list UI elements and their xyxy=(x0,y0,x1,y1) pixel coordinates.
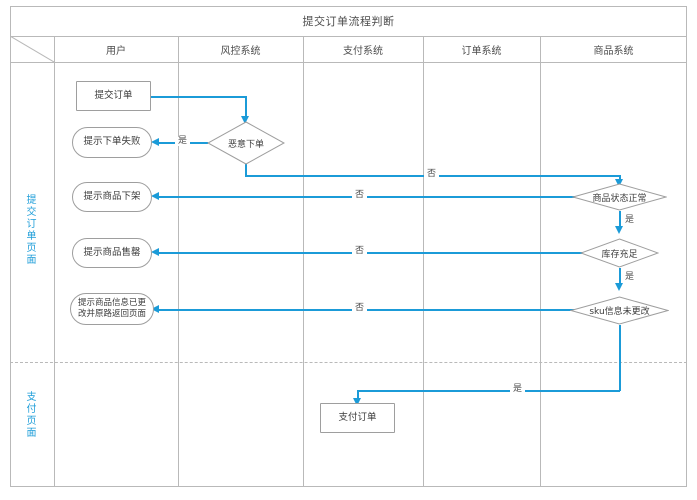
column-header-item: 商品系统 xyxy=(593,45,634,57)
node-tip-item-changed-line1: 提示商品信息已更 xyxy=(77,297,146,308)
node-item-status-ok[interactable]: 商品状态正常 xyxy=(572,183,667,211)
node-stock-enough-label: 库存充足 xyxy=(601,249,638,260)
edge-sku-yes-arrow xyxy=(353,398,361,406)
edge-label-status-no: 否 xyxy=(352,191,368,200)
column-divider-2 xyxy=(303,36,304,487)
edge-sku-yes-v1 xyxy=(619,325,621,391)
column-divider-corner xyxy=(54,36,55,487)
edge-label-stock-yes: 是 xyxy=(622,273,638,282)
node-pay-order[interactable]: 支付订单 xyxy=(320,403,395,433)
edge-stock-yes-arrow xyxy=(615,283,623,291)
edge-sku-yes-v2 xyxy=(357,390,359,402)
edge-status-yes-arrow xyxy=(615,226,623,234)
node-malicious-order-label: 恶意下单 xyxy=(227,139,264,150)
node-tip-order-failed[interactable]: 提示下单失败 xyxy=(72,127,152,158)
edge-status-no-line xyxy=(158,196,586,198)
edge-sku-yes-h xyxy=(357,390,620,392)
node-submit-order[interactable]: 提交订单 xyxy=(76,81,151,111)
edge-malicious-yes-arrow xyxy=(151,138,159,146)
node-item-status-ok-label: 商品状态正常 xyxy=(592,193,647,204)
node-tip-item-soldout[interactable]: 提示商品售罄 xyxy=(72,238,152,268)
corner-diagonal-icon xyxy=(10,36,54,62)
edge-stock-no-arrow xyxy=(151,248,159,256)
node-stock-enough[interactable]: 库存充足 xyxy=(580,238,659,268)
edge-label-sku-no: 否 xyxy=(352,304,368,313)
edge-label-malicious-no: 否 xyxy=(424,170,440,179)
diamond-shape-item-status-ok xyxy=(572,183,667,211)
edge-malicious-no-arrow xyxy=(615,179,623,187)
edge-label-malicious-yes: 是 xyxy=(175,137,191,146)
node-sku-unchanged-label: sku信息未更改 xyxy=(589,307,650,317)
edge-label-status-yes: 是 xyxy=(622,216,638,225)
edge-status-yes-line xyxy=(619,211,621,229)
edge-stock-yes-line xyxy=(619,268,621,286)
node-malicious-order[interactable]: 恶意下单 xyxy=(207,121,285,165)
edge-label-stock-no: 否 xyxy=(352,247,368,256)
title-row-divider xyxy=(10,36,687,37)
node-tip-item-changed[interactable]: 提示商品信息已更 改并原路返回页面 xyxy=(70,293,154,325)
edge-sku-no-arrow xyxy=(151,305,159,313)
column-header-user: 用户 xyxy=(106,45,126,57)
node-sku-unchanged[interactable]: sku信息未更改 xyxy=(570,296,669,325)
node-tip-item-removed[interactable]: 提示商品下架 xyxy=(72,182,152,212)
header-row-divider xyxy=(10,62,687,63)
column-divider-1 xyxy=(178,36,179,487)
lane-label-pay-page: 支付页面 xyxy=(24,391,35,439)
edge-malicious-no-v1 xyxy=(245,164,247,176)
edge-stock-no-line xyxy=(158,252,595,254)
lane-label-submit-page: 提交订单页面 xyxy=(24,194,35,266)
lane-divider xyxy=(10,362,687,363)
column-header-payment: 支付系统 xyxy=(343,45,383,57)
column-divider-4 xyxy=(540,36,541,487)
edge-status-no-arrow xyxy=(151,192,159,200)
diamond-shape-malicious-order xyxy=(207,121,285,165)
diamond-shape-sku-unchanged xyxy=(570,296,669,325)
edge-sku-no-line xyxy=(158,309,578,311)
column-divider-3 xyxy=(423,36,424,487)
edge-submit-to-malicious-v xyxy=(245,96,247,120)
diamond-shape-stock-enough xyxy=(580,238,659,268)
diagram-title: 提交订单流程判断 xyxy=(302,15,395,28)
edge-submit-to-malicious-arrow xyxy=(241,116,249,124)
column-header-risk: 风控系统 xyxy=(220,45,261,57)
node-tip-item-changed-line2: 改并原路返回页面 xyxy=(77,309,146,319)
swimlane-frame xyxy=(10,6,687,487)
edge-label-sku-yes: 是 xyxy=(510,385,526,394)
edge-submit-to-malicious-h xyxy=(151,96,246,98)
column-header-order: 订单系统 xyxy=(461,45,502,57)
